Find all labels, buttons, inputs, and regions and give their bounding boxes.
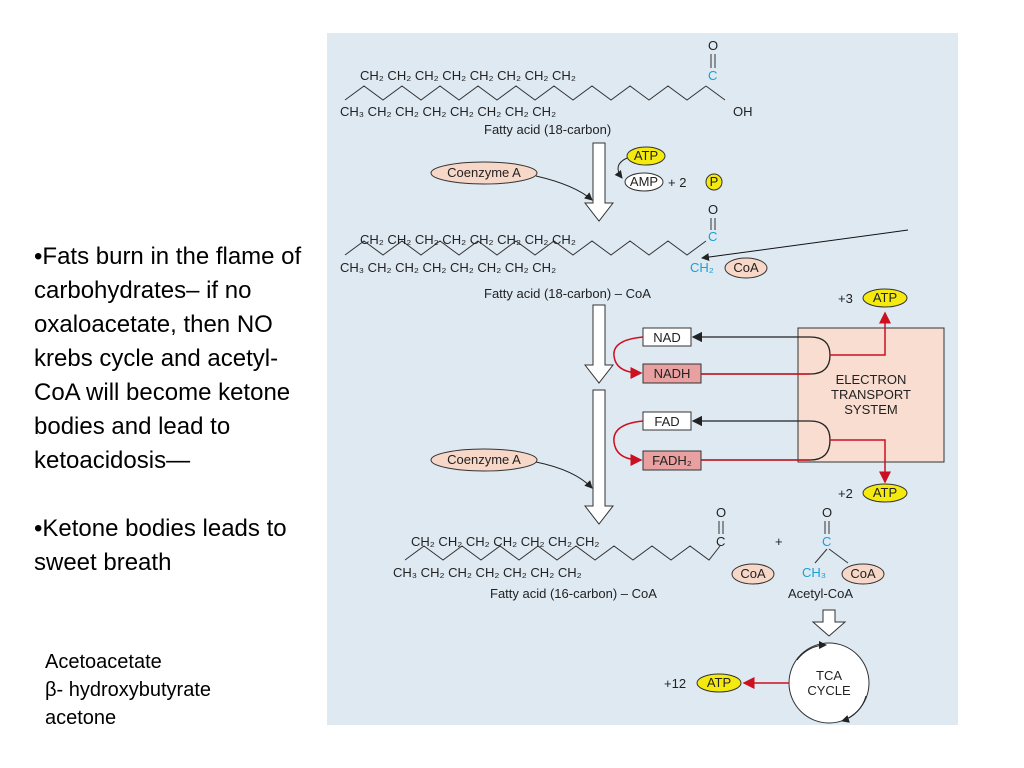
nadh-label: NADH	[654, 366, 691, 381]
nad-label: NAD	[653, 330, 680, 345]
slide-text: •Fats burn in the flame of carbohydrates…	[34, 240, 314, 580]
atp-label: ATP	[873, 290, 897, 305]
amp-label: AMP	[630, 174, 658, 189]
acetyl-coa: O C CH₃ CoA Acetyl-CoA	[788, 505, 885, 601]
oxygen: O	[822, 505, 832, 520]
atp-yield-12: +12	[664, 676, 686, 691]
ketone-item: acetone	[45, 707, 117, 729]
ketone-item: Acetoacetate	[45, 651, 162, 673]
acetyl-coa-label: Acetyl-CoA	[788, 586, 853, 601]
flow-arrow	[583, 142, 615, 222]
fatty-acyl-coa-18: CH₂ CH₂ CH₂ CH₂ CH₂ CH₂ CH₂ CH₂ CH₃ CH₂ …	[340, 202, 909, 301]
ketone-list: Acetoacetate β- hydroxybutyrate acetone	[45, 648, 211, 732]
carbonyl-carbon: C	[708, 229, 717, 244]
plus-sign: +	[775, 534, 783, 549]
fatty-acid16-label: Fatty acid (16-carbon) – CoA	[490, 586, 657, 601]
top-row-16: CH₂ CH₂ CH₂ CH₂ CH₂ CH₂ CH₂	[411, 534, 599, 549]
beta-carbon: CH₂	[690, 260, 714, 275]
electron-carriers: NAD NADH FAD FADH₂	[613, 327, 702, 471]
tca-line: TCA	[816, 668, 842, 683]
bullet-ketone-breath: •Ketone bodies leads to sweet breath	[34, 515, 287, 576]
ets-line: TRANSPORT	[831, 387, 911, 402]
flow-arrow	[811, 609, 847, 637]
fatty-acyl-coa-16: CH₂ CH₂ CH₂ CH₂ CH₂ CH₂ CH₂ CH₃ CH₂ CH₂ …	[393, 505, 783, 601]
hydroxyl: OH	[733, 104, 753, 119]
ets-line: ELECTRON	[836, 372, 907, 387]
tca-line: CYCLE	[807, 683, 851, 698]
fatty-acid-18: CH₂ CH₂ CH₂ CH₂ CH₂ CH₂ CH₂ CH₂ CH₃ CH₂ …	[340, 38, 753, 137]
atp-yield-3: +3	[838, 291, 853, 306]
coa-tag: CoA	[733, 260, 759, 275]
coa-tag: CoA	[740, 566, 766, 581]
carbonyl-carbon: C	[822, 534, 831, 549]
ets-line: SYSTEM	[844, 402, 897, 417]
fatty-acid-label: Fatty acid (18-carbon)	[484, 122, 611, 137]
atp-label: ATP	[634, 148, 658, 163]
ketone-item: β- hydroxybutyrate	[45, 679, 212, 701]
bottom-row-16: CH₃ CH₂ CH₂ CH₂ CH₂ CH₂ CH₂	[393, 565, 582, 580]
oxygen: O	[708, 38, 718, 53]
carbonyl-carbon: C	[716, 534, 725, 549]
flow-arrow	[583, 304, 615, 384]
oxygen: O	[708, 202, 718, 217]
thiolysis-step: Coenzyme A	[430, 448, 593, 489]
flow-arrow	[583, 389, 615, 525]
phosphate-label: P	[710, 174, 719, 189]
electron-transport-system: ELECTRON TRANSPORT SYSTEM +3 ATP +2 ATP	[691, 288, 945, 503]
top-row: CH₂ CH₂ CH₂ CH₂ CH₂ CH₂ CH₂ CH₂	[360, 232, 576, 247]
oxygen: O	[716, 505, 726, 520]
bottom-row: CH₃ CH₂ CH₂ CH₂ CH₂ CH₂ CH₂ CH₂	[340, 104, 556, 119]
plus-two: + 2	[668, 175, 686, 190]
methyl: CH₃	[802, 565, 826, 580]
coenzyme-a-label: Coenzyme A	[447, 165, 521, 180]
atp-label: ATP	[873, 485, 897, 500]
fatty-acid-coa-label: Fatty acid (18-carbon) – CoA	[484, 286, 651, 301]
coenzyme-a-label: Coenzyme A	[447, 452, 521, 467]
atp-yield-2: +2	[838, 486, 853, 501]
fad-label: FAD	[654, 414, 679, 429]
atp-label: ATP	[707, 675, 731, 690]
top-row: CH₂ CH₂ CH₂ CH₂ CH₂ CH₂ CH₂ CH₂	[360, 68, 576, 83]
bottom-row: CH₃ CH₂ CH₂ CH₂ CH₂ CH₂ CH₂ CH₂	[340, 260, 556, 275]
tca-cycle: TCA CYCLE ATP +12	[664, 641, 870, 724]
carbonyl-carbon: C	[708, 68, 717, 83]
coa-tag: CoA	[850, 566, 876, 581]
activation-step: Coenzyme A ATP AMP + 2 P	[430, 146, 723, 201]
bullet-fats-burn: •Fats burn in the flame of carbohydrates…	[34, 243, 302, 474]
fadh2-label: FADH₂	[652, 453, 692, 468]
